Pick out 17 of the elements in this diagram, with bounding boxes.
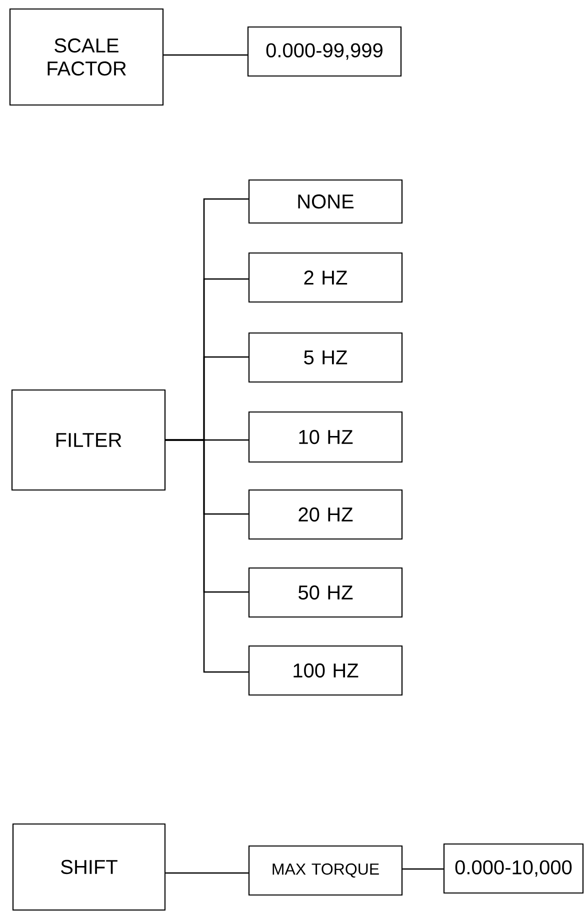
option-box: MAX TORQUE: [248, 845, 403, 896]
option-box: NONE: [248, 179, 403, 224]
option-box: 10 HZ: [248, 411, 403, 463]
option-box: 20 HZ: [248, 489, 403, 540]
setting-box: FILTER: [11, 389, 166, 491]
connector-line: [166, 872, 248, 874]
value-box: 0.000-99,999: [247, 26, 402, 77]
connector-line: [164, 54, 248, 56]
value-box: 0.000-10,000: [443, 843, 584, 894]
option-box: 2 HZ: [248, 252, 403, 303]
setting-box: SHIFT: [12, 823, 166, 911]
option-box: 50 HZ: [248, 567, 403, 618]
option-box: 5 HZ: [248, 332, 403, 383]
connector-line: [166, 439, 248, 673]
connector-line: [402, 868, 444, 870]
setting-box: SCALE FACTOR: [9, 8, 164, 106]
option-box: 100 HZ: [248, 645, 403, 696]
